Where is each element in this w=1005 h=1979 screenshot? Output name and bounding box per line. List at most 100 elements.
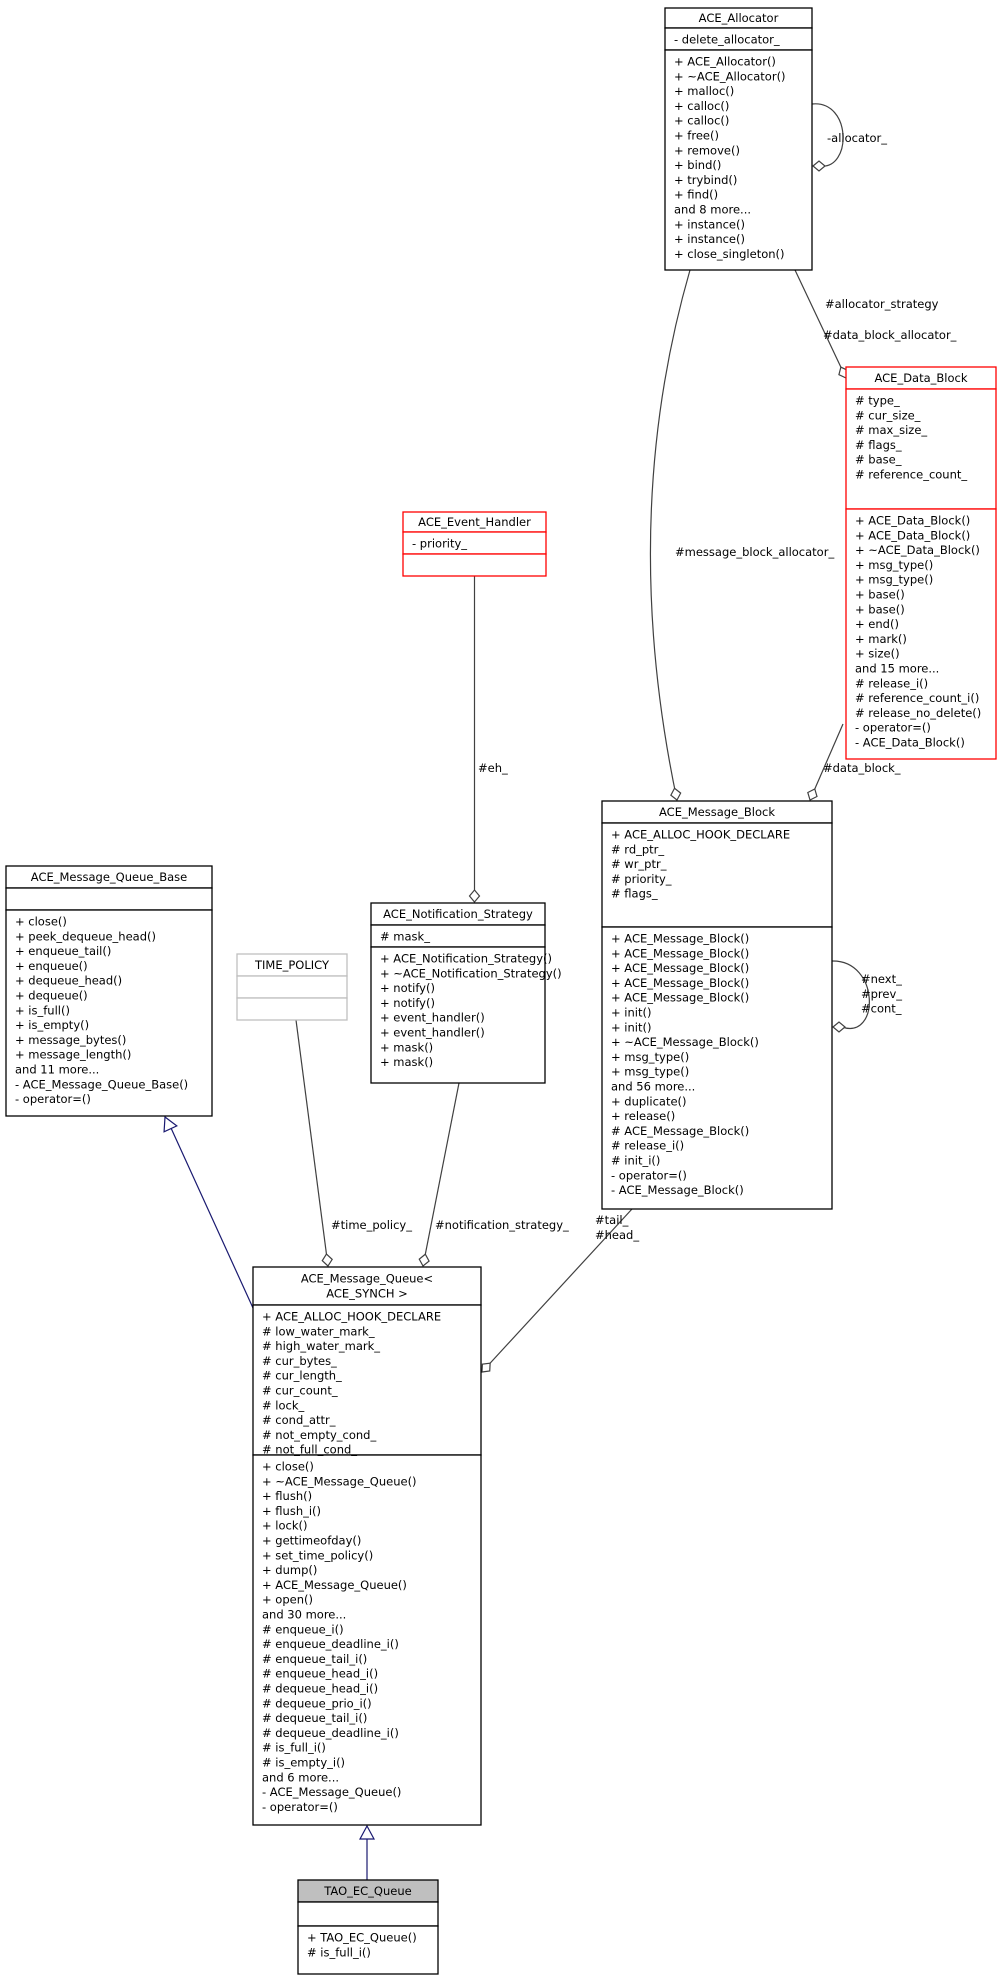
ace-data-block-title: ACE_Data_Block (874, 371, 967, 385)
notification-strategy-to-message-queue-edge-diamond (418, 1253, 430, 1267)
edge-label-data-block-allocator: #data_block_allocator_ (823, 328, 957, 342)
ace-message-queue-attribute: # not_full_cond_ (262, 1443, 357, 1457)
time-policy-class-box[interactable]: TIME_POLICY (236, 953, 348, 1021)
ace-message-queue-method: + ~ACE_Message_Queue() (262, 1474, 417, 1488)
ace-message-queue-method: + dump() (262, 1563, 317, 1577)
ace-message-queue-base-title: ACE_Message_Queue_Base (31, 870, 187, 884)
ace-message-queue-method: # enqueue_tail_i() (262, 1652, 367, 1666)
time-policy-to-message-queue-edge-diamond (321, 1253, 333, 1267)
ace-data-block-method: - operator=() (855, 721, 931, 735)
ace-message-block-method: # ACE_Message_Block() (611, 1124, 749, 1138)
ace-message-queue-method: # dequeue_head_i() (262, 1682, 378, 1696)
edge-label-next-prev-cont: #next_ (861, 972, 902, 986)
ace-message-block-attribute: # priority_ (611, 872, 672, 886)
ace-message-queue-attribute: # cur_bytes_ (262, 1354, 337, 1368)
ace-notification-strategy-method: + notify() (380, 981, 435, 995)
ace-message-queue-method: - operator=() (262, 1800, 338, 1814)
edge-label-data-block: #data_block_ (823, 761, 901, 775)
ace-message-queue-attribute: # not_empty_cond_ (262, 1428, 376, 1442)
message-block-to-message-queue-edge-diamond (481, 1362, 491, 1373)
ace-message-queue-base-method: + message_length() (15, 1048, 131, 1062)
ace-message-block-method: + msg_type() (611, 1065, 689, 1079)
ace-data-block-attribute: # reference_count_ (855, 468, 967, 482)
ace-message-queue-method: + flush_i() (262, 1504, 321, 1518)
ace-data-block-attribute: # max_size_ (855, 423, 927, 437)
ace-message-queue-attribute: # high_water_mark_ (262, 1339, 380, 1353)
ace-message-block-method: + init() (611, 1020, 651, 1034)
ace-message-queue-method: and 6 more... (262, 1770, 339, 1784)
ace-data-block-method: and 15 more... (855, 662, 939, 676)
ace-message-block-method: - ACE_Message_Block() (611, 1183, 744, 1197)
ace-data-block-method: + base() (855, 602, 905, 616)
ace-data-block-method: + mark() (855, 632, 907, 646)
ace-data-block-method: # release_no_delete() (855, 706, 981, 720)
ace-notification-strategy-title: ACE_Notification_Strategy (383, 907, 533, 921)
ace-notification-strategy-method: + ACE_Notification_Strategy() (380, 952, 552, 966)
ace-allocator-method: + trybind() (674, 173, 737, 187)
edge-label-allocator-strategy: #allocator_strategy (825, 297, 939, 311)
edge-label-next-prev-cont: #prev_ (861, 987, 902, 1001)
ace-message-queue-method: + close() (262, 1460, 314, 1474)
ace-message-queue-class-box[interactable]: ACE_Message_Queue<ACE_SYNCH >+ ACE_ALLOC… (252, 1266, 482, 1826)
ace-message-queue-base-method: + is_full() (15, 1003, 70, 1017)
ace-message-queue-method: + ACE_Message_Queue() (262, 1578, 407, 1592)
tao-ec-queue-inherits-message-queue-arrowhead (358, 1824, 376, 1840)
ace-message-queue-base-class-box[interactable]: ACE_Message_Queue_Base+ close()+ peek_de… (5, 865, 213, 1117)
ace-data-block-method: + end() (855, 617, 899, 631)
ace-allocator-method: + close_singleton() (674, 247, 785, 261)
message-queue-inherits-base-arrowhead (163, 1115, 178, 1133)
ace-message-block-attribute: # rd_ptr_ (611, 842, 664, 856)
ace-message-queue-method: # enqueue_deadline_i() (262, 1637, 399, 1651)
ace-message-block-method: + ACE_Message_Block() (611, 932, 749, 946)
allocator-self-edge-diamond (812, 160, 826, 172)
ace-message-queue-base-method: + peek_dequeue_head() (15, 929, 156, 943)
message-block-self-edge-diamond (832, 1021, 846, 1033)
ace-message-queue-method: # dequeue_tail_i() (262, 1711, 367, 1725)
edge-label-notification-strategy: #notification_strategy_ (435, 1218, 569, 1232)
ace-data-block-method: # reference_count_i() (855, 691, 979, 705)
ace-message-queue-base-method: - operator=() (15, 1092, 91, 1106)
message-block-self-edge (831, 960, 870, 1030)
ace-event-handler-attribute: - priority_ (412, 537, 467, 551)
ace-data-block-class-box[interactable]: ACE_Data_Block# type_# cur_size_# max_si… (845, 366, 997, 760)
ace-message-queue-method: # is_empty_i() (262, 1756, 345, 1770)
ace-allocator-method: + remove() (674, 143, 740, 157)
ace-message-block-method: # init_i() (611, 1154, 660, 1168)
ace-notification-strategy-class-box[interactable]: ACE_Notification_Strategy# mask_+ ACE_No… (370, 902, 562, 1084)
ace-message-queue-method: # enqueue_head_i() (262, 1667, 378, 1681)
ace-message-block-attribute: + ACE_ALLOC_HOOK_DECLARE (611, 828, 790, 842)
ace-message-queue-attribute: # cur_count_ (262, 1384, 338, 1398)
ace-allocator-attribute: - delete_allocator_ (674, 33, 780, 47)
ace-allocator-method: + bind() (674, 158, 721, 172)
event-handler-to-notification-strategy-edge-diamond (468, 889, 481, 903)
allocator-to-message-block-edge-diamond (670, 787, 682, 801)
ace-allocator-class-box[interactable]: ACE_Allocator- delete_allocator_+ ACE_Al… (664, 7, 813, 271)
ace-message-queue-base-method: + message_bytes() (15, 1033, 126, 1047)
ace-data-block-method: + ACE_Data_Block() (855, 514, 970, 528)
ace-message-queue-base-method: + is_empty() (15, 1018, 89, 1032)
ace-message-queue-method: # is_full_i() (262, 1741, 326, 1755)
tao-ec-queue-title: TAO_EC_Queue (323, 1884, 411, 1898)
tao-ec-queue-class-box[interactable]: TAO_EC_Queue+ TAO_EC_Queue()# is_full_i(… (297, 1879, 439, 1975)
ace-allocator-method: + instance() (674, 232, 745, 246)
data-block-to-message-block-edge-diamond (807, 788, 818, 801)
ace-message-queue-attribute: # cur_length_ (262, 1369, 342, 1383)
ace-message-block-method: + ACE_Message_Block() (611, 946, 749, 960)
ace-notification-strategy-method: + mask() (380, 1040, 433, 1054)
ace-data-block-method: # release_i() (855, 676, 928, 690)
ace-message-block-class-box[interactable]: ACE_Message_Block+ ACE_ALLOC_HOOK_DECLAR… (601, 800, 833, 1210)
time-policy-to-message-queue-edge (295, 1019, 329, 1267)
ace-allocator-method: and 8 more... (674, 203, 751, 217)
ace-event-handler-class-box[interactable]: ACE_Event_Handler- priority_ (402, 511, 547, 577)
ace-message-queue-method: + gettimeofday() (262, 1534, 361, 1548)
ace-message-queue-base-method: + enqueue_tail() (15, 944, 111, 958)
ace-message-block-method: # release_i() (611, 1139, 684, 1153)
ace-notification-strategy-method: + ~ACE_Notification_Strategy() (380, 966, 562, 980)
ace-message-queue-base-method: - ACE_Message_Queue_Base() (15, 1077, 188, 1091)
edge-label-time-policy-edge: #time_policy_ (331, 1218, 412, 1232)
allocator-self-edge (811, 103, 844, 167)
ace-message-queue-base-method: + dequeue() (15, 989, 88, 1003)
ace-message-queue-attribute: # low_water_mark_ (262, 1324, 375, 1338)
ace-message-queue-title: ACE_Message_Queue< (301, 1272, 433, 1286)
ace-allocator-method: + ~ACE_Allocator() (674, 69, 786, 83)
